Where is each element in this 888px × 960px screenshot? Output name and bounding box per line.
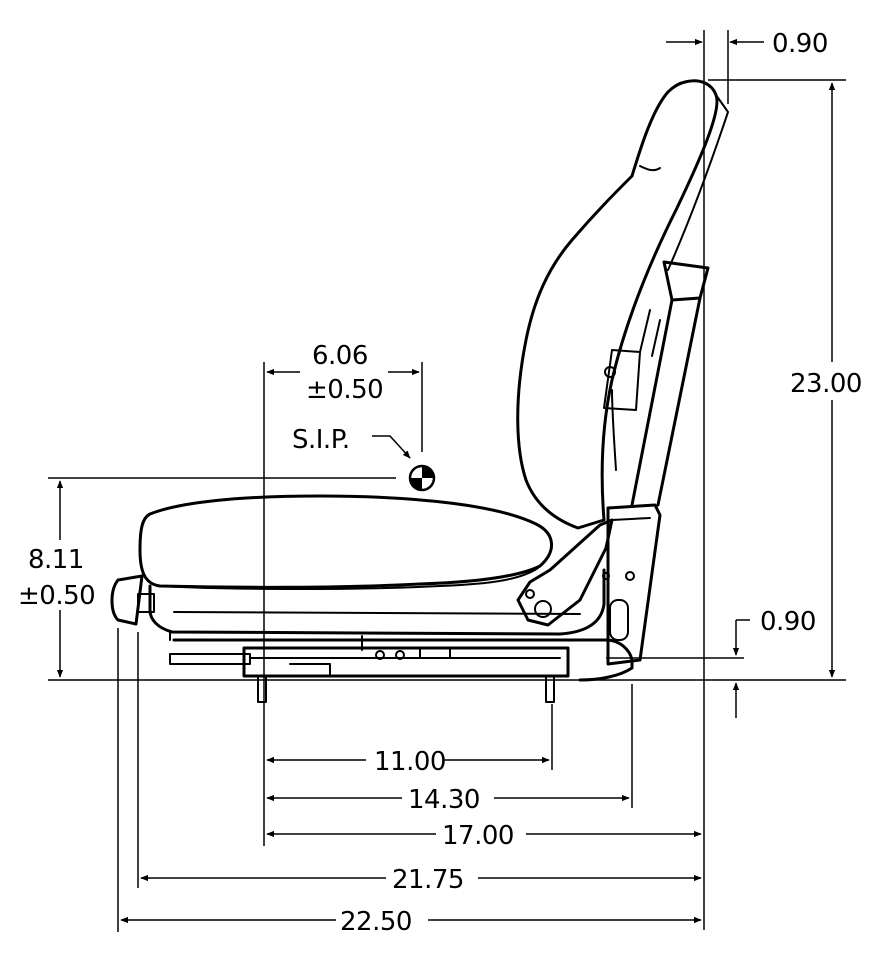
dim-label-sip-height-tol: ±0.50 [18,581,95,611]
dim-label-sip-fore-aft: 6.06 [312,341,368,371]
seat-side-profile-icon [110,79,729,703]
dim-label-top-offset: 0.90 [772,29,828,59]
dim-overall-to-back: 21.75 [140,865,702,895]
dim-label-mount-to-back: 17.00 [442,821,514,851]
dim-label-overall-length: 22.50 [340,907,412,937]
dim-total-height: 23.00 [790,82,862,678]
dim-label-overall-to-back: 21.75 [392,865,464,895]
dim-mount-to-back: 17.00 [266,821,702,851]
sip-label: S.I.P. [292,425,350,455]
dim-label-bottom-offset: 0.90 [760,607,816,637]
dim-bottom-offset: 0.90 [732,607,816,718]
target-marker-icon [408,464,436,492]
dim-label-base-depth: 14.30 [408,785,480,815]
dim-label-total-height: 23.00 [790,369,862,399]
sip-marker: S.I.P. [292,425,436,492]
dim-sip-height: 8.11 ±0.50 [18,480,96,678]
dim-top-offset: 0.90 [666,29,828,59]
dim-label-sip-fore-aft-tol: ±0.50 [306,375,383,405]
reference-lines [48,30,846,932]
dim-base-depth: 14.30 [266,785,630,815]
dim-label-sip-height: 8.11 [28,545,84,575]
dim-mount-bolt-spacing: 11.00 [266,747,550,777]
dim-overall-length: 22.50 [120,907,702,937]
dim-sip-fore-aft: 6.06 ±0.50 [266,341,420,405]
dim-label-mount-bolt-spacing: 11.00 [374,747,446,777]
